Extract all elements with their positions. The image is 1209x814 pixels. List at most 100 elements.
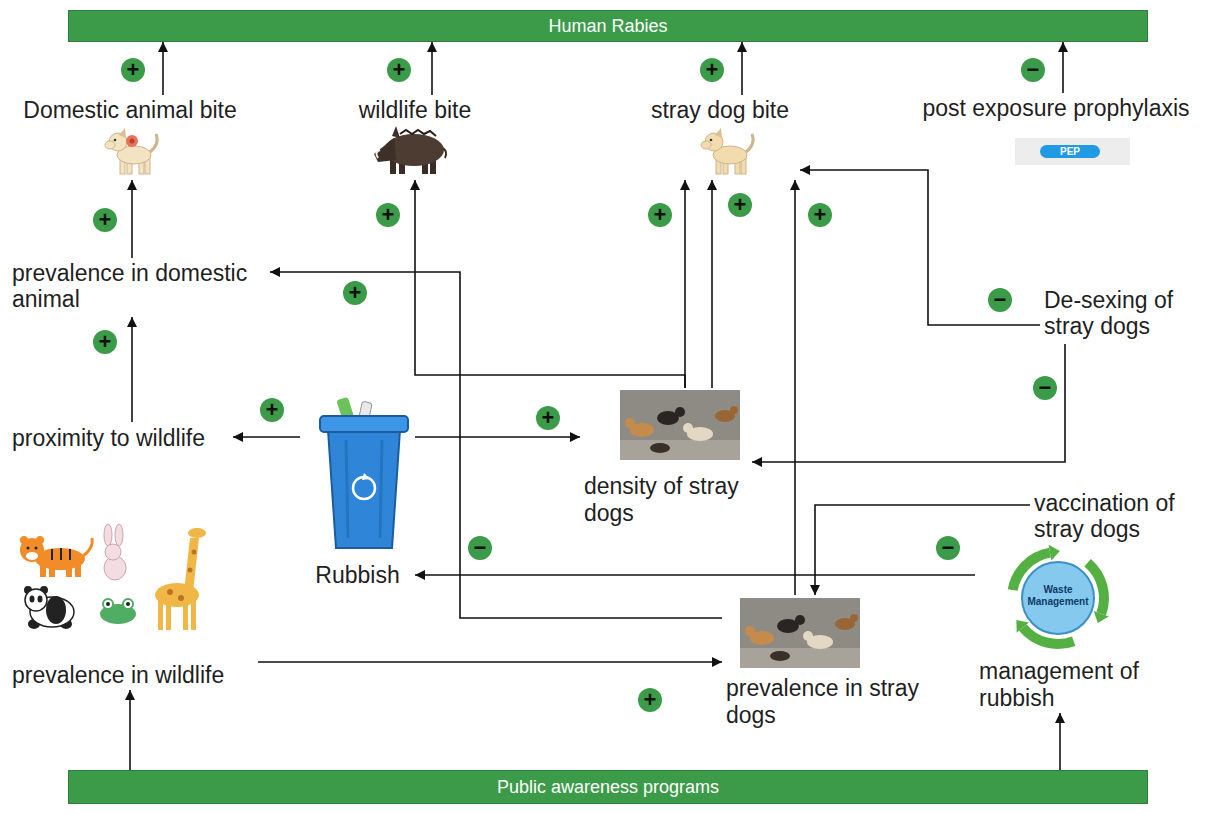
node-label: density of stray dogs [584,473,748,526]
wildlife-animals-icons [115,524,123,546]
node-label: De-sexing of stray dogs [1044,287,1191,340]
node-label: proximity to wildlife [12,425,229,451]
factor-node: density of stray dogs [580,388,752,528]
node-label: prevalence in wildlife [12,662,254,688]
wildlife-animals-icons [188,528,206,538]
factor-node: prevalence in domestic animal [8,258,270,317]
node-label: stray dog bite [644,97,796,123]
rubbish-bin-icon [320,397,408,548]
wildlife-animals-icons [20,536,28,544]
factor-node: vaccination of stray dogs [1030,488,1185,547]
factor-node: management of rubbish [975,548,1175,713]
causal-arrow [800,170,1040,325]
factor-node: prevalence in wildlife [8,520,258,690]
stray-dog-icon [746,134,753,152]
stray-dogs-photo [683,423,693,433]
boar-icon [376,150,380,158]
polarity-sign: − [988,288,1012,312]
band-title: Public awareness programs [73,777,1143,798]
stray-dog-icon [701,141,711,149]
rabid-dog-icon [119,128,126,138]
wildlife-animals-icons [104,524,112,546]
polarity-sign: + [260,398,284,422]
rabid-dog-icon [105,128,157,174]
node-label: prevalence in stray dogs [726,675,933,728]
causal-arrow [162,42,164,95]
polarity-sign: − [1033,376,1057,400]
boar-icon [392,126,400,138]
node-label: post exposure prophylaxis [914,95,1198,121]
band-title: Human Rabies [73,16,1143,37]
polarity-sign: + [387,58,411,82]
wildlife-animals-icons [25,589,47,611]
node-label: Domestic animal bite [14,97,246,123]
polarity-sign: + [343,281,367,305]
polarity-sign: − [1021,58,1045,82]
wildlife-animals-icons [51,549,53,560]
pep-icon [1015,138,1130,165]
boar-icon [443,148,446,158]
stray-dogs-photo [740,598,860,668]
stray-dogs-photo [850,614,858,622]
stray-dogs-photo [730,406,738,414]
polarity-sign: + [648,203,672,227]
causal-arrow [815,505,1030,595]
causal-arrow [684,180,686,388]
wildlife-animals-icons [126,602,130,606]
wildlife-animals-icons [167,589,173,595]
causal-arrow [752,344,1065,462]
stray-dogs-photo [740,648,860,668]
wildlife-animals-icons [83,538,92,556]
wildlife-animals-icons [178,595,184,601]
rubbish-bin-icon [346,440,348,538]
causal-arrow [415,574,975,576]
rabid-dog-icon [150,134,157,152]
rubbish-bin-icon [320,416,408,432]
polarity-sign: + [728,193,752,217]
rubbish-bin-icon [353,477,375,499]
rubbish-bin-icon [380,440,382,538]
node-label: prevalence in domestic animal [12,260,266,313]
wildlife-animals-icons [35,547,38,550]
stray-dogs-photo [745,626,755,636]
factor-node: wildlife bite [350,95,480,180]
wildlife-animals-icons [20,524,206,630]
causal-arrow [233,436,300,438]
wildlife-animals-icons [30,596,35,603]
stray-dogs-photo [620,390,740,460]
rabid-dog-icon [105,141,115,149]
node-label: wildlife bite [354,97,476,123]
causal-arrow [131,317,133,422]
rabid-dog-icon [130,139,135,144]
polarity-sign: + [700,58,724,82]
causal-arrow [1062,42,1064,93]
wildlife-animals-icons [27,547,30,550]
factor-node: Rubbish [300,400,415,590]
boar-icon [374,126,446,174]
polarity-sign: + [536,406,560,430]
polarity-sign: + [808,203,832,227]
node-label: management of rubbish [979,658,1171,711]
wildlife-animals-icons [184,538,199,592]
logo-text: Waste Management [1020,584,1096,612]
boar-icon [400,130,436,136]
stray-dogs-photo [620,390,740,460]
factor-node: Domestic animal bite [10,95,250,180]
rubbish-bin-icon [362,473,370,480]
stray-dogs-photo [795,615,805,625]
causal-arrow [415,436,580,438]
wildlife-animals-icons [105,544,121,560]
polarity-sign: − [468,536,492,560]
causal-arrow [711,180,713,388]
causal-arrow [415,180,685,388]
waste-management-logo [1049,545,1060,561]
wildlife-animals-icons [26,552,38,560]
polarity-sign: + [121,58,145,82]
waste-management-logo [1088,563,1104,614]
polarity-sign: + [638,688,662,712]
polarity-sign: − [936,536,960,560]
waste-management-logo [1013,545,1109,644]
wildlife-animals-icons [69,549,71,560]
pep-icon [1040,145,1100,158]
causal-arrow [258,661,722,663]
